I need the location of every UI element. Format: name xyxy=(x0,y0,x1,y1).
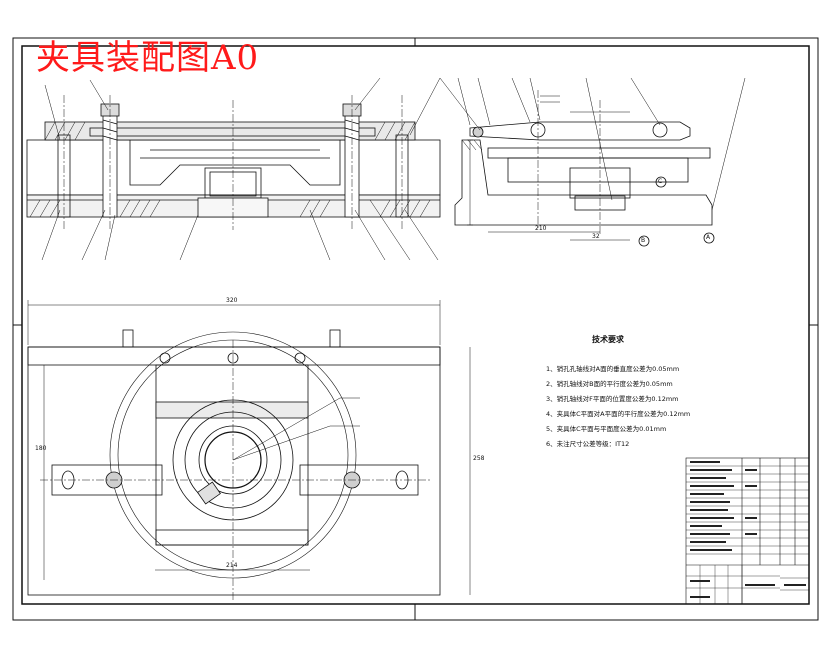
side-section-view xyxy=(439,77,746,247)
technical-requirements-heading: 技术要求 xyxy=(592,335,624,344)
overall-width-dimension: 320 xyxy=(226,297,238,304)
side-length-dimension: 210 xyxy=(535,225,547,232)
requirement-item: 4、夹具体C平面对A平面的平行度公差为0.12mm xyxy=(546,410,691,418)
requirement-item: 2、销孔轴线对B面的平行度公差为0.05mm xyxy=(546,380,673,388)
datum-label: C xyxy=(658,178,663,185)
bottom-width-dimension: 214 xyxy=(226,562,238,569)
requirement-item: 6、未注尺寸公差等级：IT12 xyxy=(546,440,630,448)
plan-view xyxy=(27,300,471,600)
drawing-frame xyxy=(12,37,819,621)
left-height-dimension: 180 xyxy=(35,445,47,452)
requirement-item: 3、销孔轴线对F平面的位置度公差为0.12mm xyxy=(546,395,679,403)
front-section-view xyxy=(26,77,441,261)
side-small-dimension: 32 xyxy=(592,233,600,240)
requirement-item: 5、夹具体C平面与平面度公差为0.01mm xyxy=(546,425,667,433)
drawing-title: 夹具装配图A0 xyxy=(36,38,260,78)
requirement-item: 1、销孔孔轴线对A面的垂直度公差为0.05mm xyxy=(546,365,680,373)
datum-label: B xyxy=(641,237,646,244)
technical-requirements-list: 1、销孔孔轴线对A面的垂直度公差为0.05mm 2、销孔轴线对B面的平行度公差为… xyxy=(546,362,690,452)
datum-label: A xyxy=(706,234,711,241)
title-block xyxy=(685,457,810,605)
overall-height-dimension: 258 xyxy=(473,455,485,462)
